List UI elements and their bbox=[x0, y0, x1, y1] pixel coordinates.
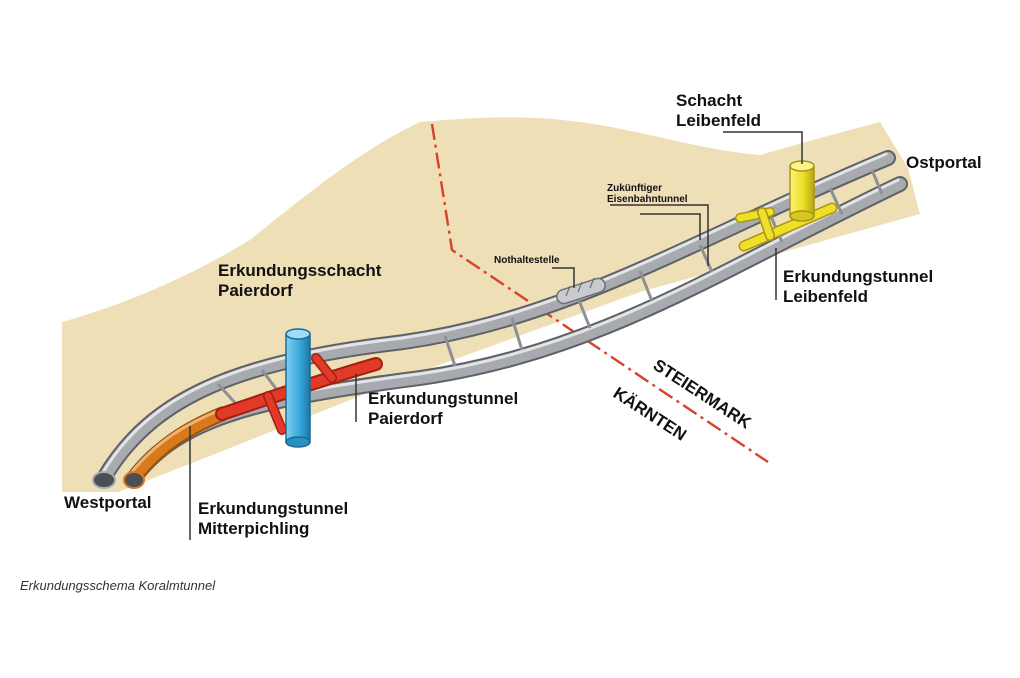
emergency-station bbox=[556, 277, 606, 305]
leader-lines bbox=[189, 131, 803, 540]
label-ostportal: Ostportal bbox=[906, 153, 982, 172]
railway-tube-north bbox=[96, 150, 896, 486]
westportal-opening-north bbox=[92, 471, 116, 489]
state-border-line bbox=[430, 123, 769, 463]
shaft-leibenfeld bbox=[789, 160, 815, 222]
shaft-paierdorf bbox=[285, 328, 311, 448]
label-westportal: Westportal bbox=[64, 493, 152, 512]
label-zukuenftiger-eisenbahntunnel: Zukünftiger Eisenbahntunnel bbox=[607, 183, 688, 205]
figure-caption: Erkundungsschema Koralmtunnel bbox=[20, 578, 216, 593]
tunnel-mitterpichling bbox=[126, 406, 230, 486]
label-nothaltestelle: Nothaltestelle bbox=[494, 255, 560, 266]
label-erkundungstunnel-leibenfeld: Erkundungstunnel Leibenfeld bbox=[783, 267, 938, 306]
westportal-opening-south bbox=[123, 471, 145, 489]
label-erkundungstunnel-paierdorf: Erkundungstunnel Paierdorf bbox=[368, 389, 523, 428]
tunnel-leibenfeld bbox=[735, 202, 838, 252]
label-kaernten: KÄRNTEN bbox=[610, 383, 690, 444]
label-erkundungstunnel-mitterpichling: Erkundungstunnel Mitterpichling bbox=[198, 499, 353, 538]
label-schacht-leibenfeld: Schacht Leibenfeld bbox=[676, 91, 761, 130]
label-erkundungsschacht-paierdorf: Erkundungsschacht Paierdorf bbox=[218, 261, 386, 300]
